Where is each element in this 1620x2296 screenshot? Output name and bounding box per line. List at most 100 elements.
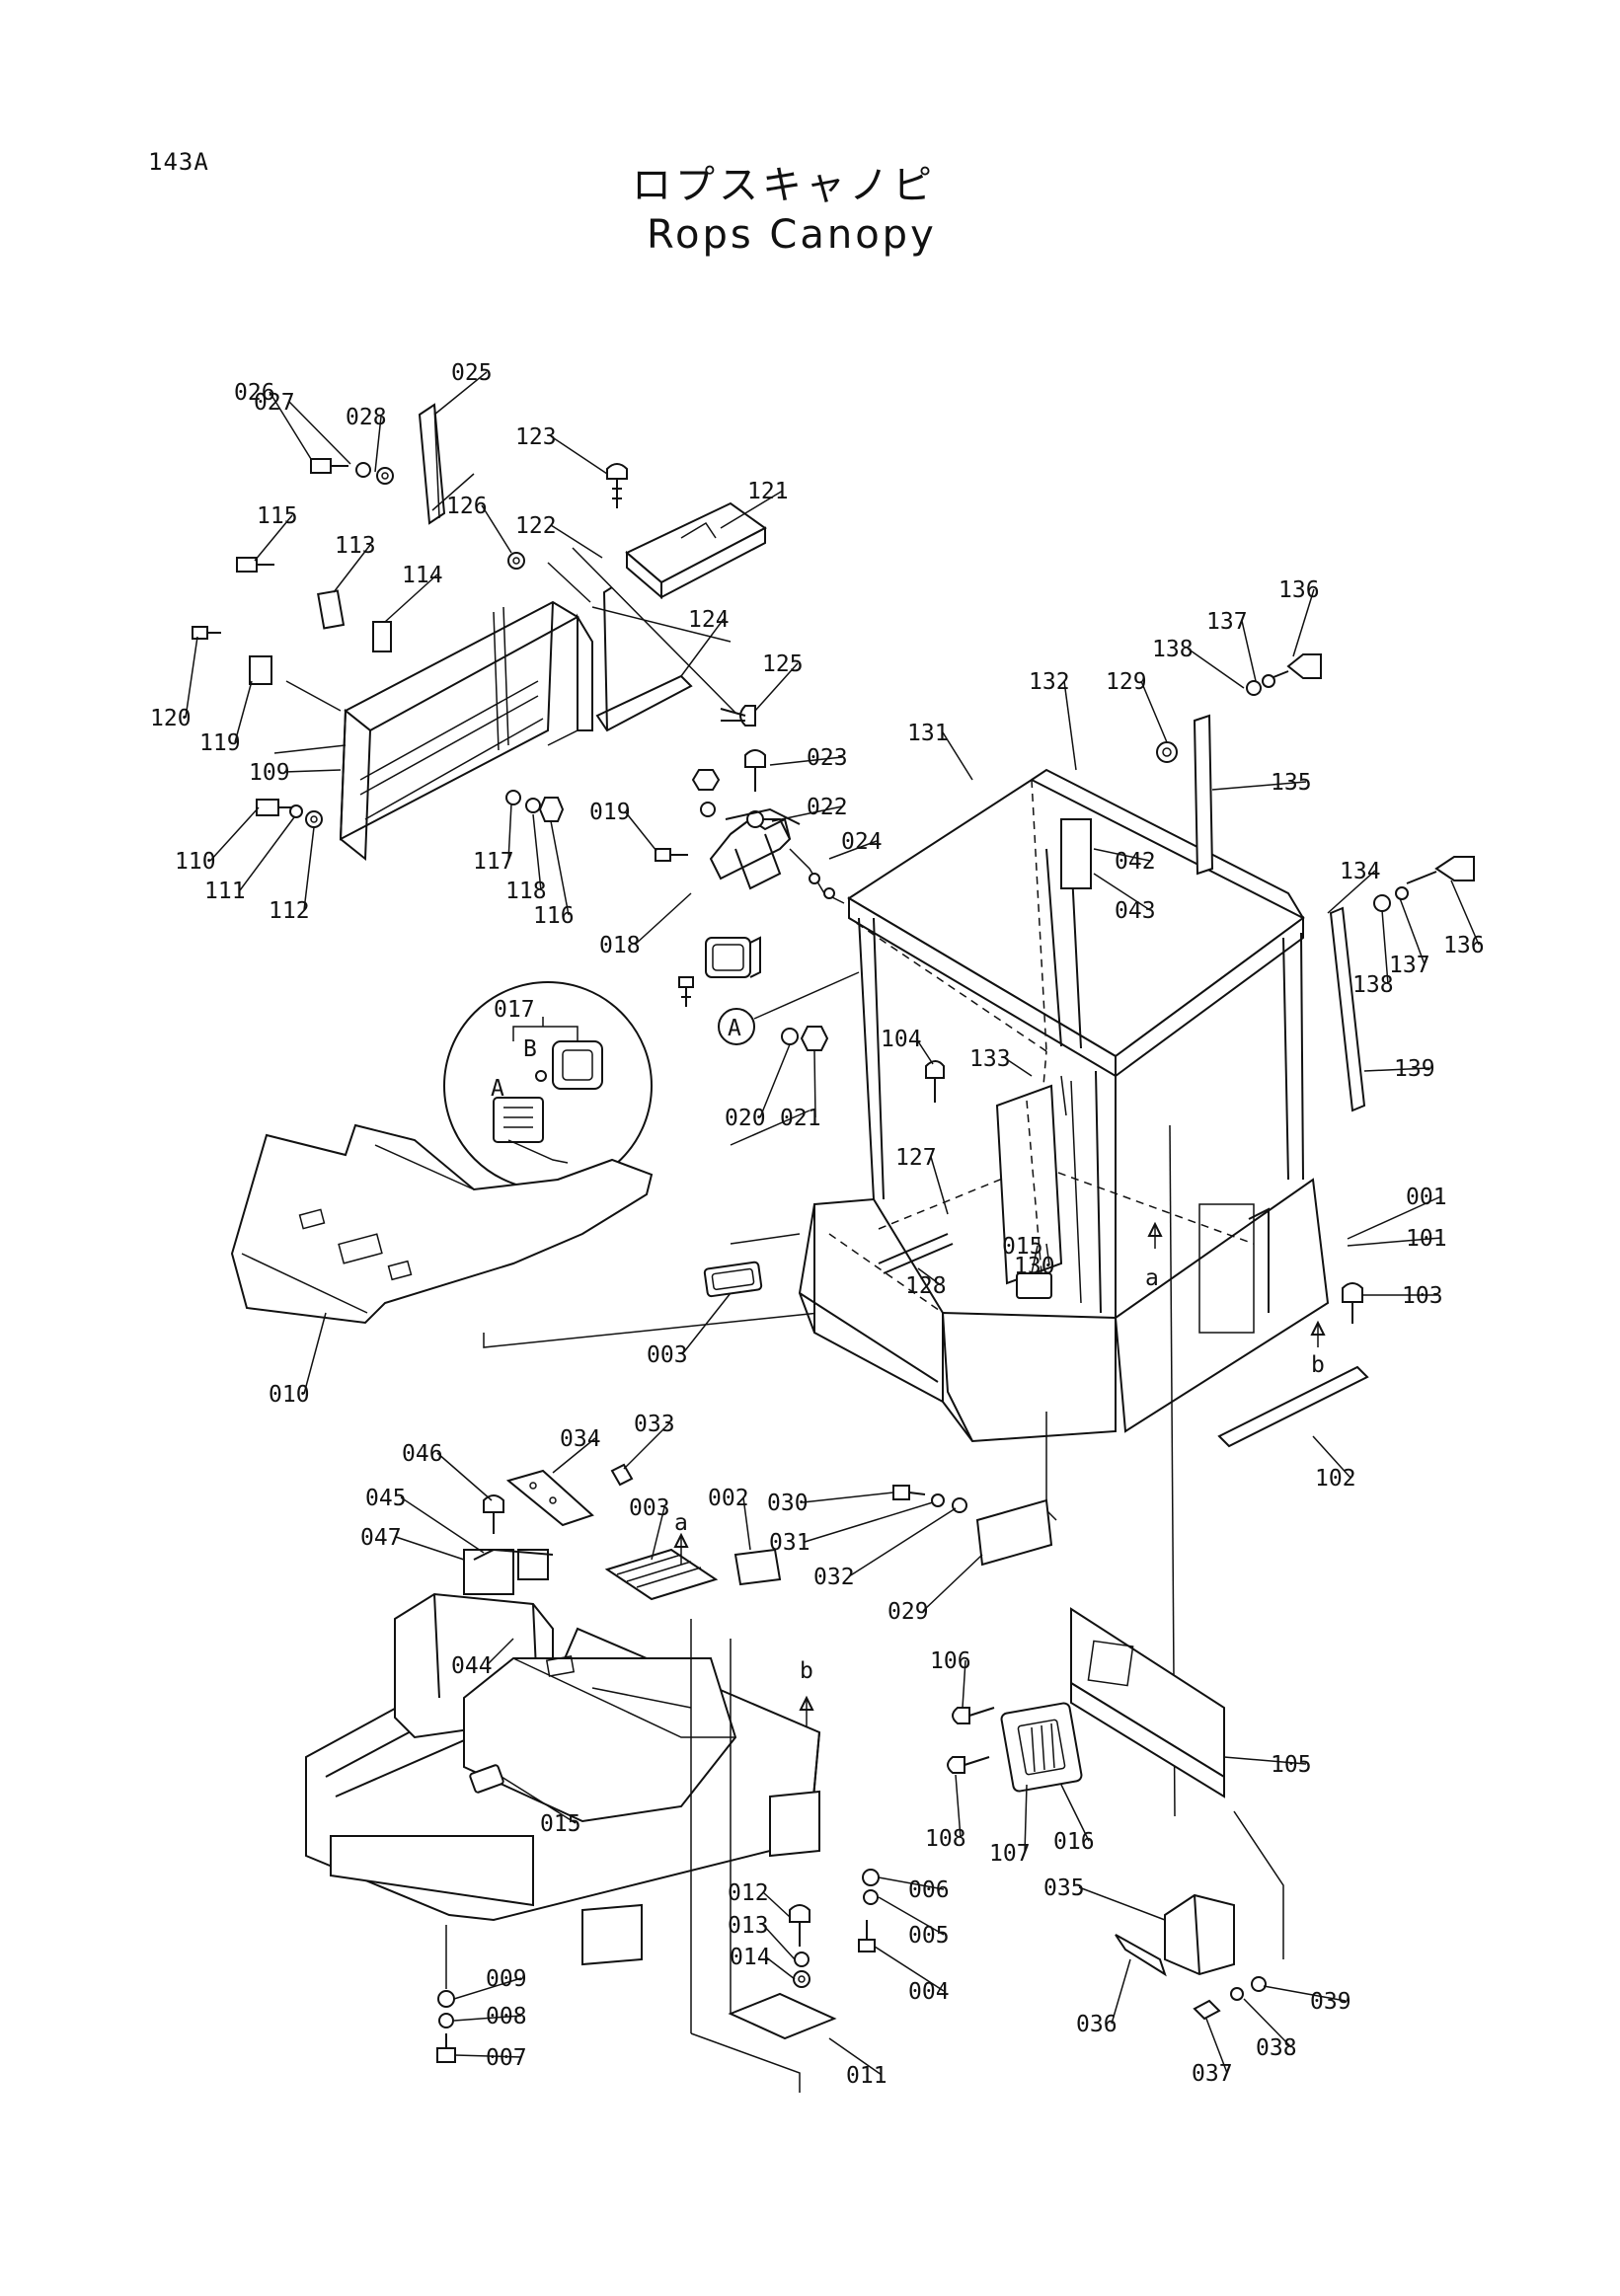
part-number-label[interactable]: 120 [150,706,192,731]
part-number-label[interactable]: 123 [515,424,557,450]
arrow-label-b-cab: b [1311,1352,1325,1378]
part-number-label[interactable]: 137 [1389,953,1430,978]
part-number-label[interactable]: 003 [629,1495,670,1521]
part-number-label[interactable]: 009 [486,1966,527,1992]
part-number-label[interactable]: 112 [269,898,310,924]
part-number-label[interactable]: 122 [515,513,557,539]
part-number-label[interactable]: 132 [1029,669,1070,695]
part-number-label[interactable]: 018 [599,933,641,958]
upper-cover-assembly [572,463,767,732]
part-number-label[interactable]: 010 [269,1382,310,1408]
part-number-label[interactable]: 127 [895,1145,937,1171]
part-number-label[interactable]: 117 [473,849,514,875]
part-number-label[interactable]: 129 [1106,669,1147,695]
part-number-label[interactable]: 133 [969,1046,1011,1072]
part-number-label[interactable]: 101 [1406,1226,1447,1252]
part-number-label[interactable]: 008 [486,2004,527,2029]
part-number-label[interactable]: 002 [708,1486,749,1511]
part-number-label[interactable]: 036 [1076,2012,1118,2037]
part-number-label[interactable]: 025 [451,360,493,386]
part-number-label[interactable]: 110 [175,849,216,875]
part-number-label[interactable]: 116 [533,903,575,929]
part-number-label[interactable]: 001 [1406,1185,1447,1210]
part-number-label[interactable]: 011 [846,2063,887,2089]
part-number-label[interactable]: 043 [1115,898,1156,924]
part-number-label[interactable]: 104 [881,1027,922,1052]
part-number-label[interactable]: 136 [1443,933,1485,958]
part-number-label[interactable]: 029 [887,1599,929,1625]
part-number-label[interactable]: 121 [747,479,789,504]
part-number-label[interactable]: 033 [634,1412,675,1437]
part-number-label[interactable]: 034 [560,1426,601,1452]
part-number-label[interactable]: 024 [841,829,883,855]
part-number-label[interactable]: 039 [1310,1989,1351,2015]
part-number-label[interactable]: 139 [1394,1056,1435,1082]
part-number-label[interactable]: 102 [1315,1466,1356,1492]
callout-leader [374,416,382,473]
part-number-label[interactable]: 128 [905,1273,947,1299]
part-number-label[interactable]: 047 [360,1525,402,1551]
part-number-label[interactable]: 013 [728,1913,769,1939]
part-number-label[interactable]: 035 [1043,1875,1085,1901]
part-number-label[interactable]: 106 [930,1648,971,1674]
part-number-label[interactable]: 118 [505,879,547,904]
part-number-label[interactable]: 126 [446,494,488,519]
callout-leader [1223,1756,1307,1765]
part-number-label[interactable]: 103 [1402,1283,1443,1309]
part-number-label[interactable]: 134 [1340,859,1381,884]
part-number-label[interactable]: 032 [813,1565,855,1590]
part-number-label[interactable]: 012 [728,1880,769,1906]
part-number-label[interactable]: 005 [908,1923,950,1949]
part-number-label[interactable]: 038 [1256,2035,1297,2061]
part-number-label[interactable]: 135 [1271,770,1312,796]
part-number-label[interactable]: 115 [257,503,298,529]
part-number-label[interactable]: 004 [908,1979,950,2005]
part-number-label[interactable]: 105 [1271,1752,1312,1778]
callout-leader [1347,1237,1442,1247]
part-number-label[interactable]: 027 [254,390,295,416]
part-number-label[interactable]: 015 [540,1811,581,1837]
part-number-label[interactable]: 138 [1152,637,1194,662]
part-number-label[interactable]: 015 [1002,1234,1043,1260]
part-number-label[interactable]: 026 [234,380,275,406]
page-id: 143A [148,148,209,176]
part-number-label[interactable]: 031 [769,1530,810,1556]
part-number-label[interactable]: 111 [204,879,246,904]
part-number-label[interactable]: 042 [1115,849,1156,875]
part-number-label[interactable]: 119 [199,730,241,756]
part-number-label[interactable]: 007 [486,2045,527,2071]
part-number-label[interactable]: 019 [589,800,631,825]
callout-leader [1347,1195,1442,1240]
part-number-label[interactable]: 113 [335,533,376,559]
part-number-label[interactable]: 006 [908,1877,950,1903]
part-number-label[interactable]: 030 [767,1491,809,1516]
part-number-label[interactable]: 022 [807,795,848,820]
callout-leader [239,816,295,891]
part-number-label[interactable]: 016 [1053,1829,1095,1855]
callout-leader [1292,588,1315,657]
part-number-label[interactable]: 003 [647,1342,688,1368]
part-number-label[interactable]: 044 [451,1653,493,1679]
part-number-label[interactable]: 107 [989,1841,1031,1867]
part-number-label[interactable]: 125 [762,651,804,677]
callout-leader [917,1267,942,1286]
part-number-label[interactable]: 138 [1352,972,1394,998]
part-number-label[interactable]: 130 [1014,1254,1055,1279]
part-number-label[interactable]: 045 [365,1486,407,1511]
part-number-label[interactable]: 108 [925,1826,966,1852]
part-number-label[interactable]: 109 [249,760,290,786]
part-number-label[interactable]: 020 [725,1106,766,1131]
part-number-label[interactable]: 137 [1206,609,1248,635]
part-number-label[interactable]: 124 [688,607,730,633]
callout-leader [454,2054,522,2058]
part-number-label[interactable]: 114 [402,563,443,588]
callout-leader [501,1776,577,1824]
part-number-label[interactable]: 021 [780,1106,821,1131]
part-number-label[interactable]: 131 [907,721,949,746]
part-number-label[interactable]: 023 [807,745,848,771]
part-number-label[interactable]: 028 [346,405,387,430]
part-number-label[interactable]: 136 [1278,577,1320,603]
part-number-label[interactable]: 037 [1192,2061,1233,2087]
part-number-label[interactable]: 014 [730,1945,771,1970]
part-number-label[interactable]: 046 [402,1441,443,1467]
